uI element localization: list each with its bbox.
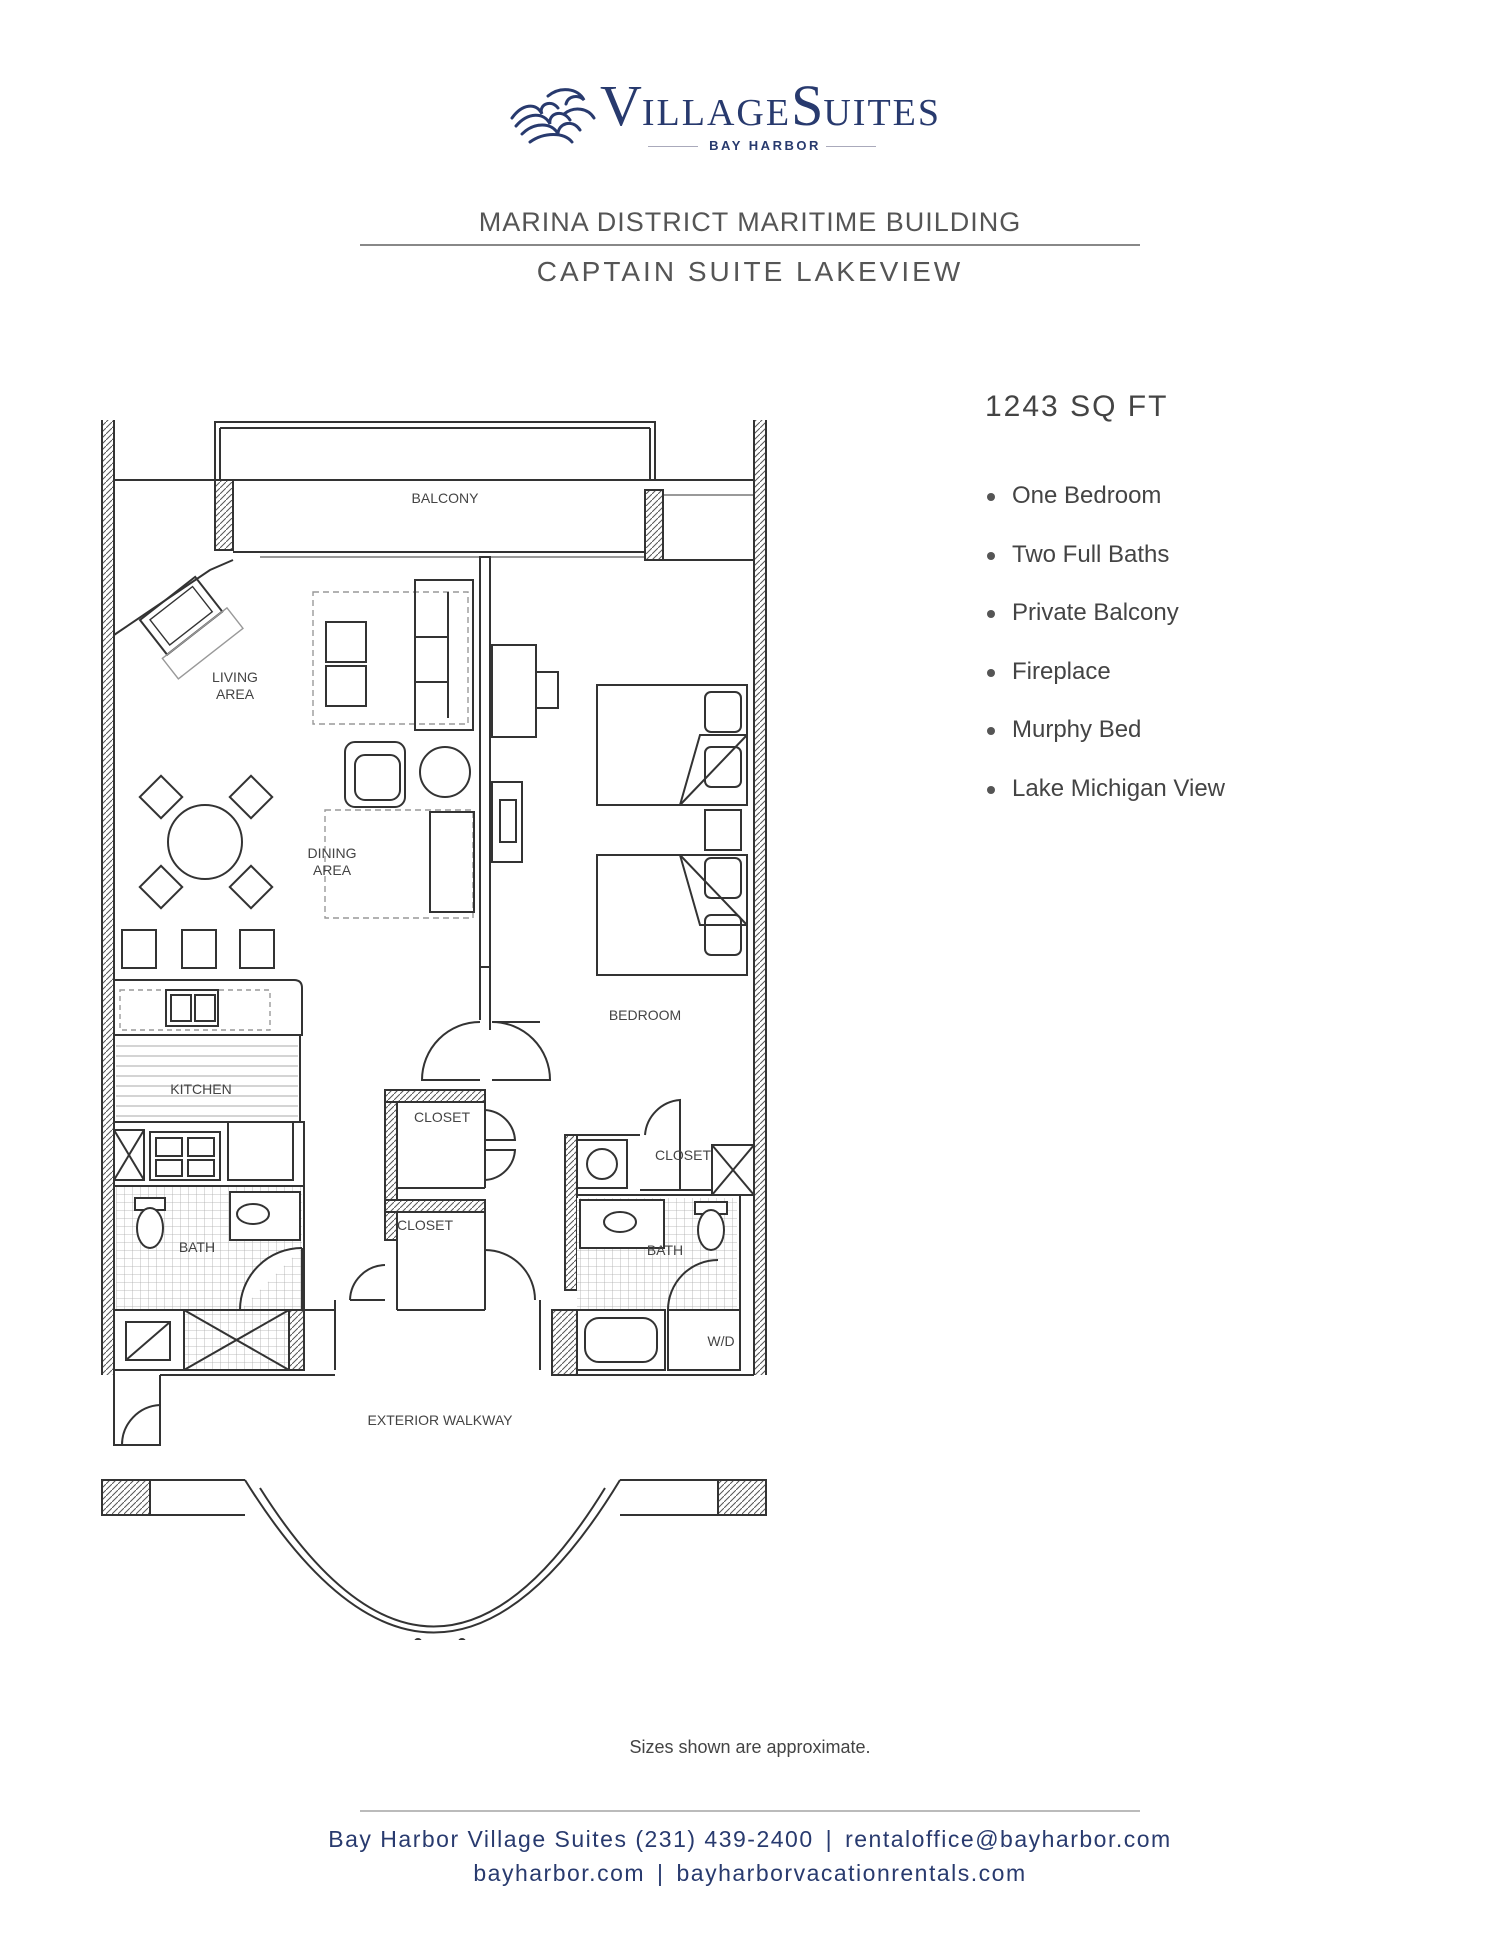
wall-left — [102, 420, 114, 1375]
feature-label: Private Balcony — [1012, 599, 1179, 626]
footer-divider — [360, 1810, 1140, 1812]
suite-title: CAPTAIN SUITE LAKEVIEW — [536, 256, 964, 287]
waves-logo-icon — [510, 88, 596, 144]
logo-letter-v: V — [600, 73, 642, 138]
label-washer-dryer: W/D — [707, 1333, 734, 1349]
label-exterior-walkway: EXTERIOR WALKWAY — [368, 1412, 514, 1428]
feature-item: One Bedroom — [985, 482, 1225, 541]
bullet-icon — [987, 727, 995, 735]
footer-websites: bayharbor.com | bayharborvacationrentals.c… — [0, 1860, 1500, 1887]
feature-label: Two Full Baths — [1012, 540, 1170, 568]
square-footage: 1243 SQ FT — [985, 390, 1169, 423]
footer-name-phone: Bay Harbor Village Suites (231) 439-2400 — [328, 1826, 814, 1852]
wall-right — [754, 420, 766, 1375]
logo-letter-s: S — [791, 73, 824, 138]
bullet-icon — [987, 551, 995, 560]
bullet-icon — [987, 785, 995, 794]
label-closet-upper: CLOSET — [414, 1109, 470, 1125]
label-bedroom: BEDROOM — [609, 1007, 681, 1023]
label-dining-2: AREA — [313, 862, 352, 878]
footer-separator: | — [825, 1826, 834, 1852]
floor-plan: BALCONY LIVING AREA DINING AREA BEDROOM … — [101, 420, 767, 1640]
feature-item: Private Balcony — [985, 599, 1225, 658]
feature-label: Lake Michigan View — [1012, 774, 1226, 802]
footer-email-link[interactable]: rentaloffice@bayharbor.com — [845, 1826, 1172, 1852]
bullet-icon — [987, 493, 995, 501]
logo-word-suites: UITES — [823, 92, 941, 134]
label-living-1: LIVING — [212, 669, 258, 685]
label-balcony: BALCONY — [412, 490, 480, 506]
footer-website-link[interactable]: bayharbor.com — [473, 1860, 646, 1886]
feature-label: One Bedroom — [1012, 482, 1162, 509]
footer-separator: | — [657, 1860, 665, 1886]
logo-word-village: ILLAGE — [641, 92, 792, 134]
feature-list: One Bedroom Two Full Baths Private Balco… — [985, 482, 1225, 833]
disclaimer: Sizes shown are approximate. — [629, 1737, 871, 1757]
building-title: MARINA DISTRICT MARITIME BUILDING — [478, 207, 1022, 237]
bullet-icon — [987, 610, 995, 618]
logo-rule-left — [648, 146, 698, 147]
label-living-2: AREA — [216, 686, 255, 702]
balcony-railing — [214, 421, 656, 481]
feature-item: Lake Michigan View — [985, 775, 1225, 834]
logo-wordmark: VILLAGESUITES — [600, 72, 941, 139]
footer-rentals-link[interactable]: bayharborvacationrentals.com — [676, 1860, 1027, 1886]
label-bath-left: BATH — [179, 1239, 215, 1255]
label-closet-right: CLOSET — [655, 1147, 711, 1163]
title-divider — [360, 244, 1140, 246]
label-dining-1: DINING — [308, 845, 357, 861]
logo-rule-right — [826, 146, 876, 147]
label-kitchen: KITCHEN — [170, 1081, 231, 1097]
footer-contact: Bay Harbor Village Suites (231) 439-2400… — [0, 1826, 1500, 1853]
feature-label: Murphy Bed — [1012, 716, 1142, 743]
bullet-icon — [987, 668, 995, 677]
feature-label: Fireplace — [1012, 657, 1111, 685]
logo-subtitle: BAY HARBOR — [709, 138, 821, 153]
feature-item: Fireplace — [985, 658, 1225, 717]
feature-item: Murphy Bed — [985, 716, 1225, 775]
label-closet-lower: CLOSET — [397, 1217, 453, 1233]
feature-item: Two Full Baths — [985, 541, 1225, 600]
label-bath-right: BATH — [647, 1242, 683, 1258]
